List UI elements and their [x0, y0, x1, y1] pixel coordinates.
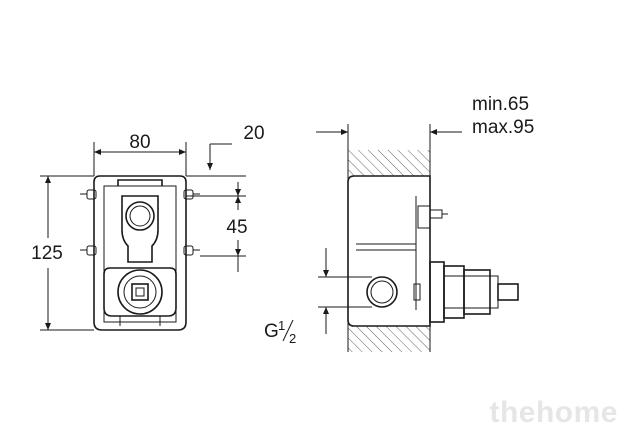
thread-fraction-num: 1 [278, 318, 285, 333]
side-view: G 1 2 min.65 max.95 [264, 94, 534, 352]
front-view: 80 20 45 125 [31, 123, 265, 331]
cartridge [429, 261, 519, 323]
dim-height-label: 125 [31, 243, 63, 264]
upper-outlet [117, 179, 163, 263]
lower-valve-body [103, 267, 177, 317]
dim-inlet-label: 45 [226, 217, 247, 238]
wall-hatch-top [348, 150, 430, 176]
inlet-port [366, 276, 398, 308]
valve-outer-ring [117, 269, 163, 315]
depth-min-label: min.65 [472, 94, 529, 115]
dimension-inlet-offset: 45 [200, 196, 248, 272]
thread-label: G [264, 321, 279, 342]
dimension-height: 125 [31, 175, 94, 331]
box-body [347, 175, 431, 327]
dimension-width: 80 [93, 132, 187, 176]
dimension-depth: min.65 max.95 [316, 94, 534, 150]
valve-spindle [131, 283, 149, 301]
mounting-tabs [80, 189, 200, 256]
thread-fraction-den: 2 [289, 331, 296, 346]
dim-width-label: 80 [129, 132, 150, 153]
watermark-logo: thehome [489, 396, 618, 429]
dimension-offset-top: 20 [186, 123, 265, 197]
depth-max-label: max.95 [472, 117, 534, 138]
dimension-thread: G 1 2 [264, 248, 372, 346]
dim-offset-top-label: 20 [243, 123, 264, 144]
upper-port [125, 201, 155, 231]
mounting-plate [93, 175, 187, 331]
wall-hatch-bottom [348, 326, 430, 352]
